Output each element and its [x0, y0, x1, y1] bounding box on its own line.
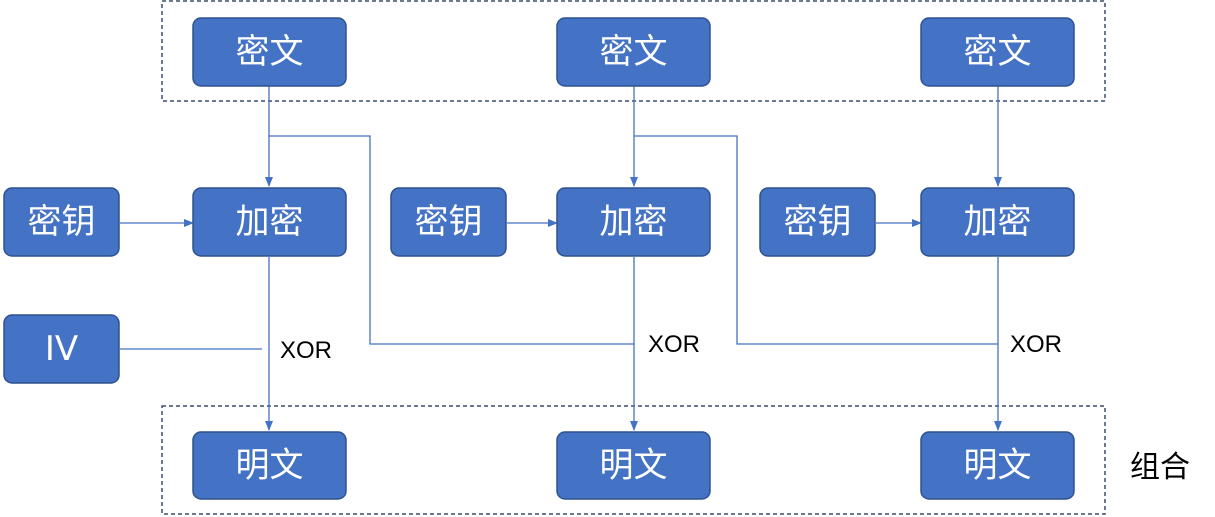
xor-label-1: XOR	[280, 337, 332, 364]
ciphertext-box-2: 密文	[556, 17, 711, 87]
iv-box: IV	[3, 314, 120, 384]
key-box-1: 密钥	[3, 187, 120, 257]
xor-label-2: XOR	[648, 331, 700, 358]
plaintext-label-3: 明文	[964, 446, 1032, 486]
ciphertext-box-3: 密文	[920, 17, 1075, 87]
encrypt-label-1: 加密	[236, 202, 304, 242]
key-label-1: 密钥	[28, 202, 96, 242]
plaintext-box-1: 明文	[192, 431, 347, 500]
cipher-feed-line-1	[269, 135, 634, 345]
plaintext-label-2: 明文	[600, 446, 668, 486]
group-label: 组合	[1130, 450, 1190, 485]
ciphertext-label-1: 密文	[236, 32, 304, 72]
encrypt-box-3: 加密	[920, 187, 1075, 257]
xor-label-3: XOR	[1010, 331, 1062, 358]
key-label-3: 密钥	[784, 202, 852, 242]
plaintext-box-2: 明文	[556, 431, 711, 500]
ciphertext-box-1: 密文	[192, 17, 347, 87]
ciphertext-label-2: 密文	[600, 32, 668, 72]
key-label-2: 密钥	[415, 202, 483, 242]
encrypt-box-2: 加密	[556, 187, 711, 257]
key-box-2: 密钥	[390, 187, 507, 257]
key-box-3: 密钥	[759, 187, 876, 257]
ciphertext-label-3: 密文	[964, 32, 1032, 72]
encrypt-label-3: 加密	[964, 202, 1032, 242]
encrypt-box-1: 加密	[192, 187, 347, 257]
connectors	[120, 86, 1002, 431]
plaintext-box-3: 明文	[920, 431, 1075, 500]
iv-label: IV	[45, 329, 78, 369]
encrypt-label-2: 加密	[600, 202, 668, 242]
plaintext-label-1: 明文	[236, 446, 304, 486]
cipher-feed-line-2	[634, 135, 998, 345]
